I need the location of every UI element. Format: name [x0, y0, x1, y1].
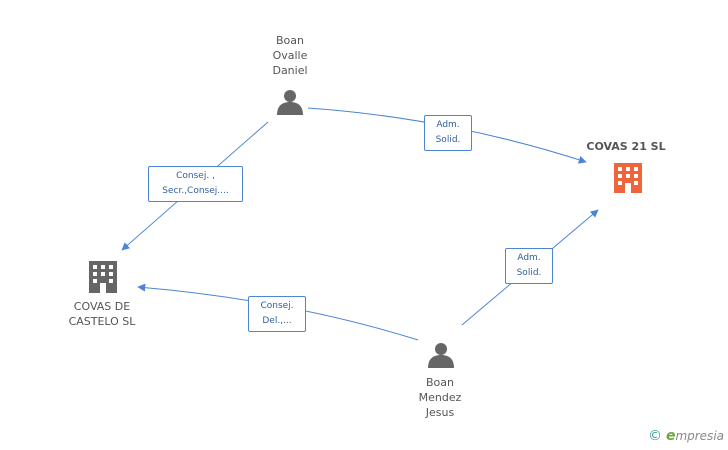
node-label-covas-de-castelo-sl[interactable]: COVAS DE CASTELO SL: [68, 300, 136, 328]
brand-e-letter: e: [665, 428, 676, 444]
node-label-boan-ovalle-daniel[interactable]: Boan Ovalle Daniel: [272, 34, 308, 77]
copyright-icon: ©: [647, 428, 662, 444]
building-icon: [89, 261, 117, 293]
edge-label-adm-solid-bottom[interactable]: Adm. Solid.: [505, 248, 553, 284]
person-icon: [277, 90, 303, 115]
node-label-covas-21-sl[interactable]: COVAS 21 SL: [586, 140, 666, 153]
person-icon: [428, 343, 454, 368]
edge-label-consej-secr[interactable]: Consej. , Secr.,Consej....: [148, 166, 243, 202]
edge-label-adm-solid-top[interactable]: Adm. Solid.: [424, 115, 472, 151]
node-label-boan-mendez-jesus[interactable]: Boan Mendez Jesus: [418, 376, 462, 419]
edge-label-consej-del[interactable]: Consej. Del.,...: [248, 296, 306, 332]
building-icon: [614, 163, 642, 193]
brand-name: mpresia: [675, 429, 724, 443]
